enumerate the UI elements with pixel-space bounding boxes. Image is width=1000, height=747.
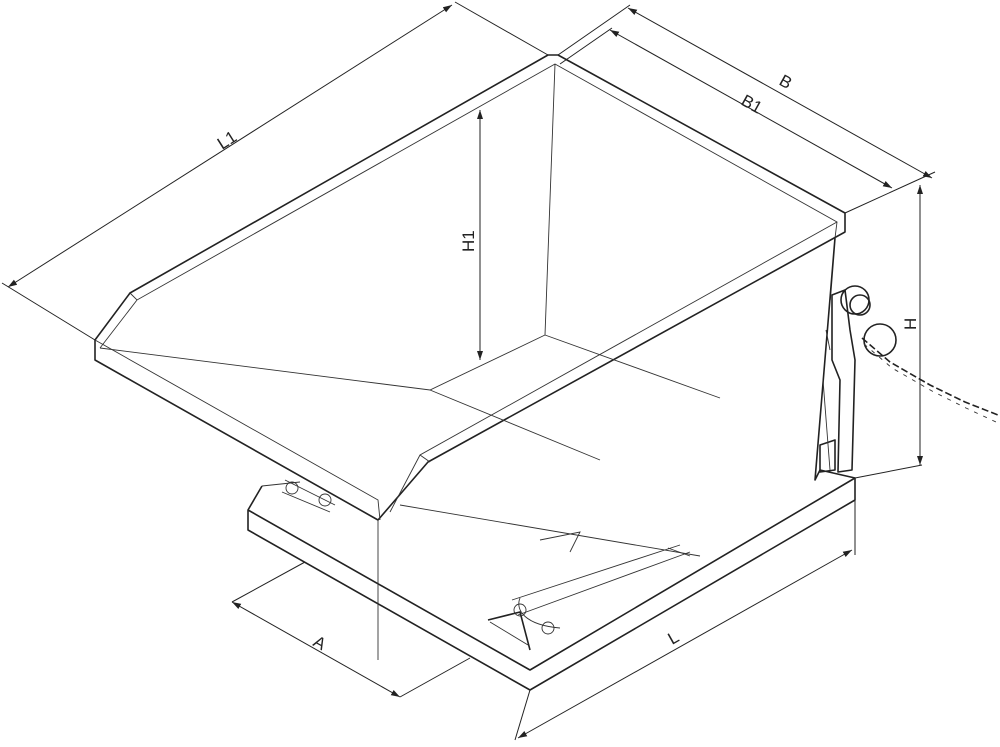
dimension-H1: H1: [459, 110, 483, 360]
dimension-H: H: [854, 185, 923, 479]
latch-mechanism: [819, 285, 897, 473]
label-B1: B1: [738, 91, 765, 118]
label-L1: L1: [214, 127, 240, 153]
label-A: A: [310, 632, 330, 654]
dimension-L1: L1: [1, 1, 549, 341]
chain: [861, 337, 999, 423]
label-H1: H1: [459, 230, 478, 252]
dimension-L: L: [514, 500, 856, 741]
dimension-B1: B1: [559, 27, 893, 189]
label-H: H: [901, 318, 920, 330]
dimension-A: A: [231, 561, 471, 698]
label-L: L: [665, 627, 683, 648]
label-B: B: [776, 71, 795, 93]
base-frame: [247, 469, 856, 691]
hopper-body: [94, 54, 846, 660]
